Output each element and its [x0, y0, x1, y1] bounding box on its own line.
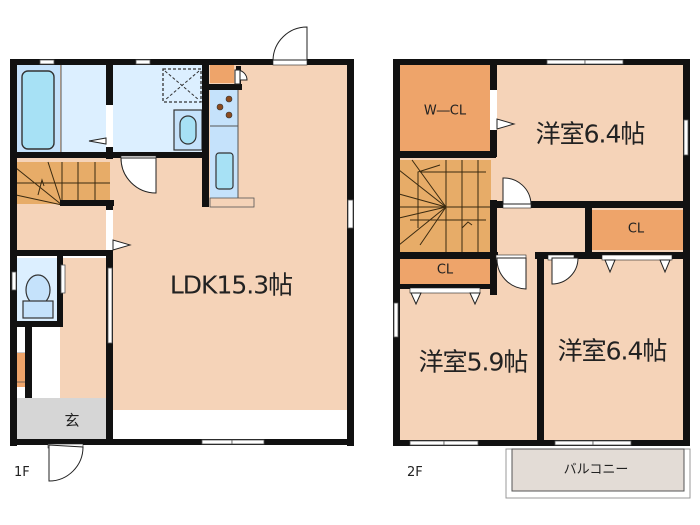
room-label-closet-b: CL — [436, 262, 454, 278]
bathtub-icon — [21, 70, 55, 150]
floor-2-plan — [393, 59, 691, 499]
room-label-balcony: バルコニー — [563, 462, 629, 478]
hallway — [16, 206, 108, 252]
kitchen-sink-icon — [215, 152, 234, 190]
room-label-closet-a: CL — [627, 221, 645, 237]
room-label-western-room-a: 洋室6.4帖 — [535, 119, 646, 149]
closet-a — [592, 210, 683, 250]
floor-label-1f: 1F — [14, 465, 30, 480]
stove-burner-icon — [225, 95, 233, 103]
fridge-space — [210, 65, 234, 83]
walk-in-closet — [399, 64, 492, 153]
washing-machine-pan-icon — [162, 68, 202, 103]
closet-b — [399, 258, 492, 284]
floor-label-2f: 2F — [407, 465, 423, 480]
room-label-ldk: LDK15.3帖 — [169, 270, 293, 300]
room-label-western-room-b: 洋室5.9帖 — [418, 347, 529, 377]
room-label-genkan: 玄 — [64, 411, 80, 430]
genkan-entry — [17, 398, 107, 440]
floor-1-plan — [10, 26, 354, 482]
rear-door-swing — [272, 26, 308, 61]
room-label-walk-in-closet: W―CL — [423, 103, 467, 119]
balcony — [511, 448, 685, 492]
entrance-door-swing — [48, 444, 84, 482]
room-label-western-room-c: 洋室6.4帖 — [557, 336, 668, 366]
